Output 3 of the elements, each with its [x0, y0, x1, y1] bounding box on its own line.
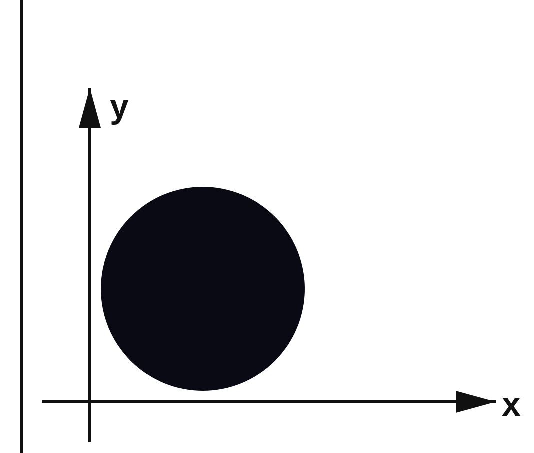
- filled-disc: [100, 186, 306, 392]
- axis-label: y: [110, 90, 129, 124]
- axis-label: x: [502, 388, 521, 422]
